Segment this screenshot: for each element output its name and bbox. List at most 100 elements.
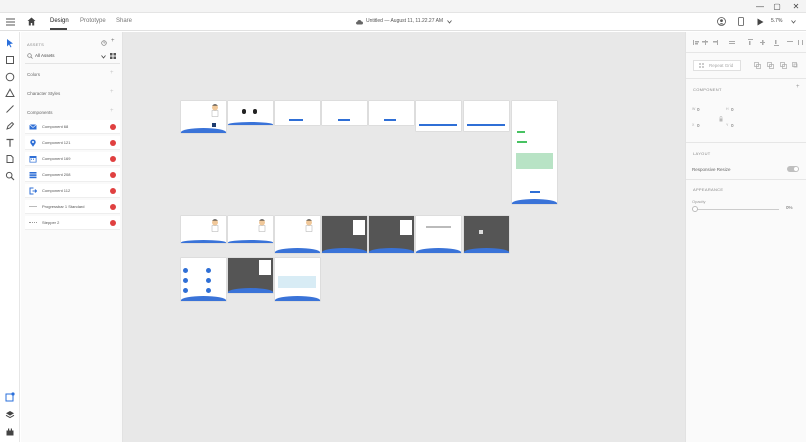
repeat-grid-icon (699, 63, 704, 68)
height-field[interactable]: 0 (731, 107, 734, 112)
component-name: Component 169 (42, 156, 71, 161)
artboard[interactable] (228, 101, 273, 125)
colors-section[interactable]: Colors (27, 72, 41, 77)
artboard-tool-icon[interactable] (5, 154, 15, 164)
grid-view-icon[interactable] (110, 53, 116, 59)
user-profile-icon[interactable] (717, 17, 726, 26)
artboard[interactable] (275, 258, 320, 301)
artboard[interactable] (322, 216, 367, 253)
close-button[interactable]: ✕ (792, 2, 800, 11)
opacity-slider[interactable] (694, 209, 779, 210)
artboard[interactable] (275, 101, 320, 125)
home-icon[interactable] (27, 17, 36, 26)
document-title[interactable]: Untitled — August 11, 11.22.27 AM (366, 18, 444, 24)
asset-filter-dropdown[interactable]: All Assets (35, 53, 55, 58)
layers-panel-icon[interactable] (5, 410, 15, 420)
unlinked-badge (110, 172, 116, 178)
artboard[interactable] (181, 101, 226, 133)
minimize-button[interactable]: — (756, 2, 764, 11)
unlinked-badge (110, 188, 116, 194)
unlinked-badge (110, 220, 116, 226)
y-position-field[interactable]: 0 (731, 123, 734, 128)
unlinked-badge (110, 204, 116, 210)
zoom-level[interactable]: 5.7% (771, 18, 783, 24)
artboard[interactable] (228, 216, 273, 243)
ellipse-tool-icon[interactable] (5, 72, 15, 82)
component-name: Stepper 2 (42, 220, 60, 225)
repeat-grid-label: Repeat Grid (709, 63, 734, 68)
component-item[interactable]: Component 112 (25, 184, 120, 198)
width-field[interactable]: 0 (697, 107, 700, 112)
artboard[interactable] (464, 101, 509, 131)
component-item[interactable]: Progressbar 1 Standard (25, 200, 120, 214)
character-illustration (211, 219, 219, 232)
lock-aspect-icon[interactable] (719, 116, 723, 122)
character-styles-section[interactable]: Character Styles (27, 91, 61, 96)
responsive-resize-label: Responsive Resize (692, 167, 731, 172)
assets-panel: ASSETS + All Assets Colors + Character S… (21, 32, 123, 442)
add-state-button[interactable]: + (796, 84, 800, 90)
tab-share[interactable]: Share (116, 18, 133, 24)
component-item[interactable]: Component 121 (25, 136, 120, 150)
artboard[interactable] (181, 258, 226, 301)
zoom-tool-icon[interactable] (5, 171, 15, 181)
tab-prototype[interactable]: Prototype (80, 18, 106, 24)
artboard[interactable] (464, 216, 509, 253)
artboard[interactable] (275, 216, 320, 253)
divider (686, 78, 806, 79)
logout-icon (29, 187, 37, 195)
boolean-ops-icons[interactable] (754, 62, 798, 69)
plugins-icon[interactable] (5, 427, 15, 437)
design-canvas[interactable] (123, 32, 685, 442)
component-item[interactable]: Component 68 (25, 120, 120, 134)
stepper-thumbnail (29, 222, 37, 223)
chevron-down-icon[interactable] (447, 20, 452, 24)
responsive-resize-toggle[interactable] (787, 166, 799, 172)
artboard[interactable] (369, 216, 414, 253)
align-toolbar[interactable] (693, 39, 803, 46)
tool-rail (0, 32, 20, 442)
device-preview-icon[interactable] (738, 17, 744, 26)
width-label: W (692, 107, 696, 111)
artboard[interactable] (228, 258, 273, 293)
divider (686, 142, 806, 143)
add-character-style-button[interactable]: + (110, 89, 114, 95)
tab-design[interactable]: Design (50, 18, 69, 24)
zoom-chevron-icon[interactable] (791, 20, 796, 24)
line-tool-icon[interactable] (5, 104, 15, 114)
select-tool-icon[interactable] (5, 38, 15, 48)
repeat-grid-button[interactable]: Repeat Grid (693, 60, 741, 71)
artboard[interactable] (181, 216, 226, 243)
pen-tool-icon[interactable] (5, 121, 15, 131)
add-color-button[interactable]: + (110, 70, 114, 76)
app-bar: Design Prototype Share Untitled — August… (0, 13, 806, 31)
add-asset-button[interactable]: + (111, 38, 115, 44)
link-library-icon[interactable] (101, 40, 107, 46)
hamburger-menu-icon[interactable] (6, 18, 15, 26)
rectangle-tool-icon[interactable] (5, 55, 15, 65)
text-tool-icon[interactable] (5, 138, 15, 148)
artboard[interactable] (512, 101, 557, 204)
maximize-button[interactable]: ▢ (773, 2, 781, 11)
calendar-icon (29, 156, 37, 163)
component-item[interactable]: Component 169 (25, 152, 120, 166)
components-section[interactable]: Components (27, 110, 53, 115)
add-component-button[interactable]: + (110, 108, 114, 114)
artboard[interactable] (416, 216, 461, 253)
artboard[interactable] (369, 101, 414, 125)
assets-header: ASSETS (27, 42, 44, 47)
component-item[interactable]: Component 208 (25, 168, 120, 182)
x-position-field[interactable]: 0 (697, 123, 700, 128)
list-icon (29, 172, 37, 179)
assets-panel-icon[interactable] (5, 392, 15, 402)
opacity-value[interactable]: 0% (786, 205, 793, 210)
component-item[interactable]: Stepper 2 (25, 216, 120, 230)
window-title-bar: — ▢ ✕ (0, 0, 806, 13)
polygon-tool-icon[interactable] (5, 88, 15, 98)
divider (686, 52, 806, 53)
opacity-slider-thumb[interactable] (692, 206, 698, 212)
filter-chevron-icon[interactable] (101, 55, 106, 59)
artboard[interactable] (416, 101, 461, 131)
artboard[interactable] (322, 101, 367, 125)
play-icon[interactable] (757, 18, 764, 26)
